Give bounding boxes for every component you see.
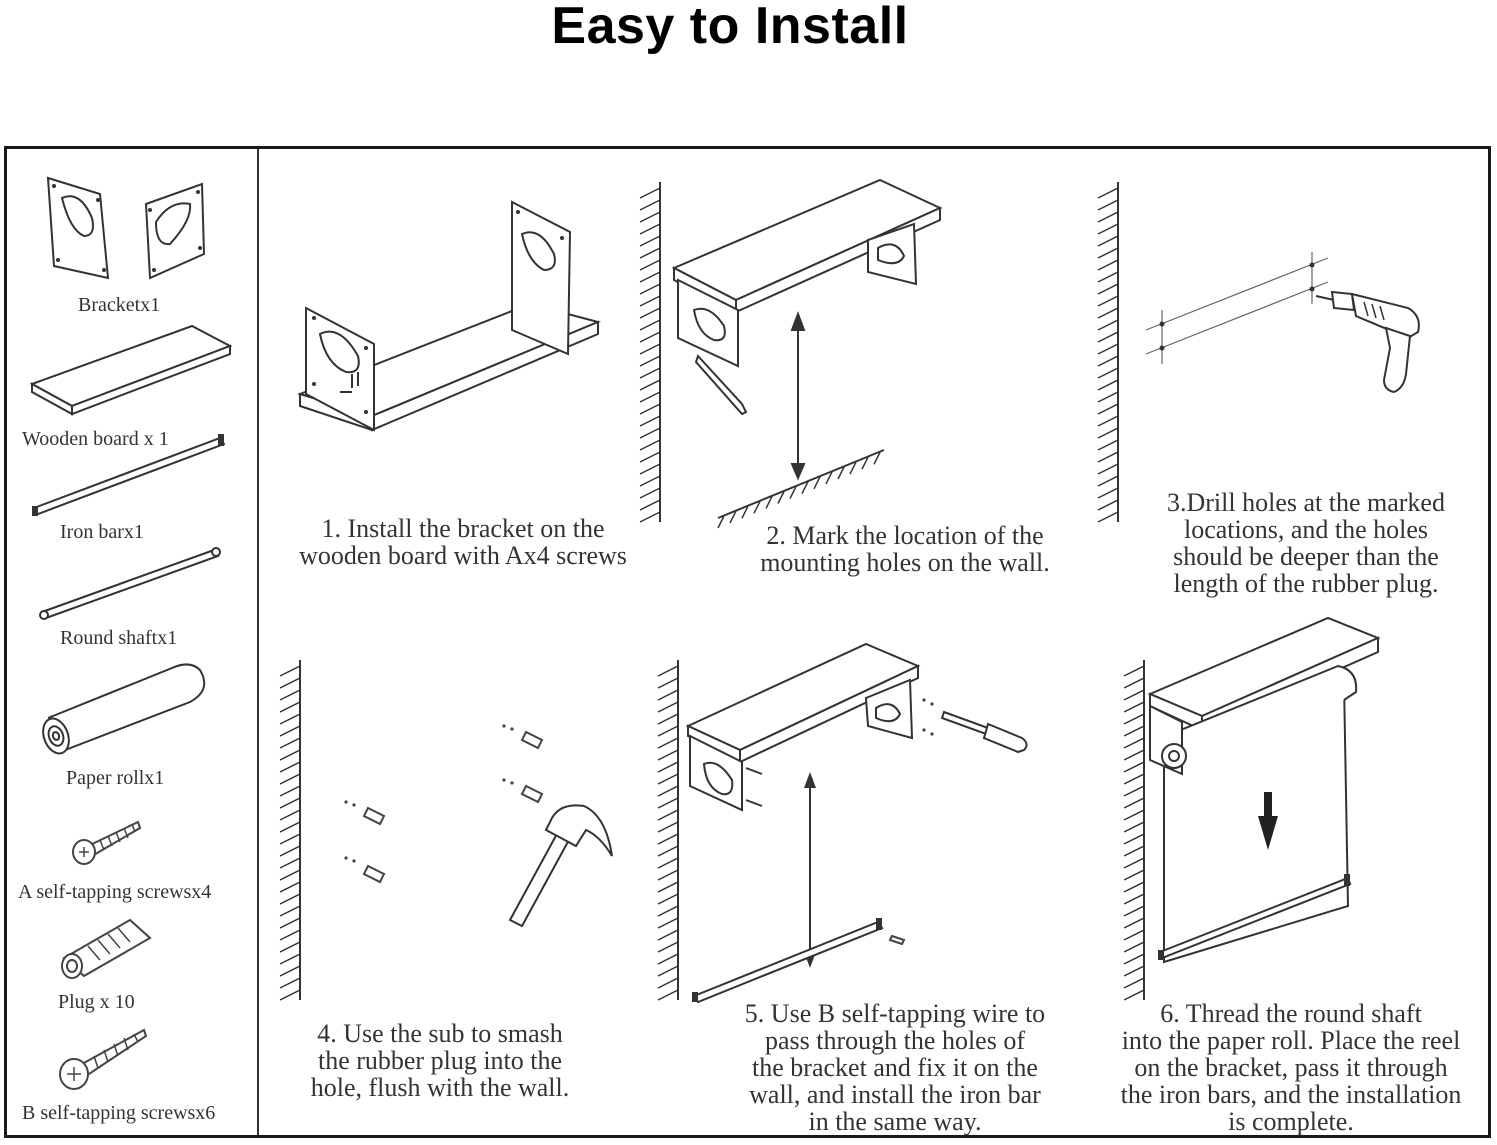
iron-bar-icon bbox=[32, 434, 230, 516]
step5-measure-arrow bbox=[804, 772, 816, 968]
step3-marks bbox=[1140, 250, 1340, 370]
step5-caption: 5. Use B self-tapping wire to pass throu… bbox=[744, 999, 1046, 1136]
screw-icon bbox=[56, 1024, 152, 1096]
paper-roll-icon bbox=[40, 660, 212, 760]
step2-caption: 2. Mark the location of the mounting hol… bbox=[760, 521, 1050, 577]
instructions-frame bbox=[4, 146, 1491, 1138]
wall-hatch bbox=[280, 666, 300, 1000]
part-label-round-shaft: Round shaftx1 bbox=[60, 627, 178, 649]
hammer-icon bbox=[504, 796, 616, 928]
part-label-a-screws: A self-tapping screwsx4 bbox=[18, 881, 212, 903]
step5-wall bbox=[654, 660, 682, 1000]
step3-caption: 3.Drill holes at the marked locations, a… bbox=[1167, 488, 1445, 598]
plug-icon bbox=[344, 800, 392, 884]
step6-caption: 6. Thread the round shaft into the paper… bbox=[1120, 999, 1462, 1136]
drill-icon bbox=[1312, 288, 1428, 398]
floor-hatch bbox=[718, 452, 880, 528]
step2-floor bbox=[712, 448, 888, 530]
page-title: Easy to Install bbox=[551, 0, 909, 55]
part-label-paper-roll: Paper rollx1 bbox=[66, 767, 165, 789]
step1-caption: 1. Install the bracket on the wooden boa… bbox=[299, 514, 627, 570]
wall-hatch bbox=[1098, 188, 1118, 522]
step6-illustration bbox=[1148, 616, 1382, 968]
part-label-plug: Plug x 10 bbox=[58, 991, 135, 1013]
bracket-icon bbox=[40, 170, 220, 290]
part-label-b-screws: B self-tapping screwsx6 bbox=[22, 1102, 216, 1124]
screwdriver-icon bbox=[922, 698, 1034, 760]
plug-icon bbox=[54, 908, 154, 980]
wall-hatch bbox=[658, 666, 678, 1000]
wooden-board-icon bbox=[28, 322, 234, 422]
step4-wall bbox=[276, 660, 304, 1000]
step5-illustration bbox=[686, 640, 922, 810]
wall-hatch bbox=[640, 188, 660, 522]
part-label-iron-bar: Iron barx1 bbox=[60, 521, 144, 543]
part-label-wooden-board: Wooden board x 1 bbox=[22, 428, 169, 450]
part-label-bracket: Bracketx1 bbox=[78, 294, 161, 316]
step2-wall bbox=[636, 182, 664, 522]
parts-divider bbox=[257, 149, 259, 1135]
step1-illustration bbox=[300, 198, 600, 448]
screw-icon bbox=[70, 816, 146, 868]
step3-wall bbox=[1094, 182, 1122, 522]
step2-illustration bbox=[672, 176, 944, 476]
wall-hatch bbox=[1124, 666, 1144, 1000]
round-shaft-icon bbox=[38, 544, 224, 624]
iron-bar-icon bbox=[692, 918, 914, 1006]
plug-icon bbox=[502, 724, 550, 810]
step6-wall bbox=[1120, 660, 1148, 1000]
step4-caption: 4. Use the sub to smash the rubber plug … bbox=[310, 1019, 570, 1102]
